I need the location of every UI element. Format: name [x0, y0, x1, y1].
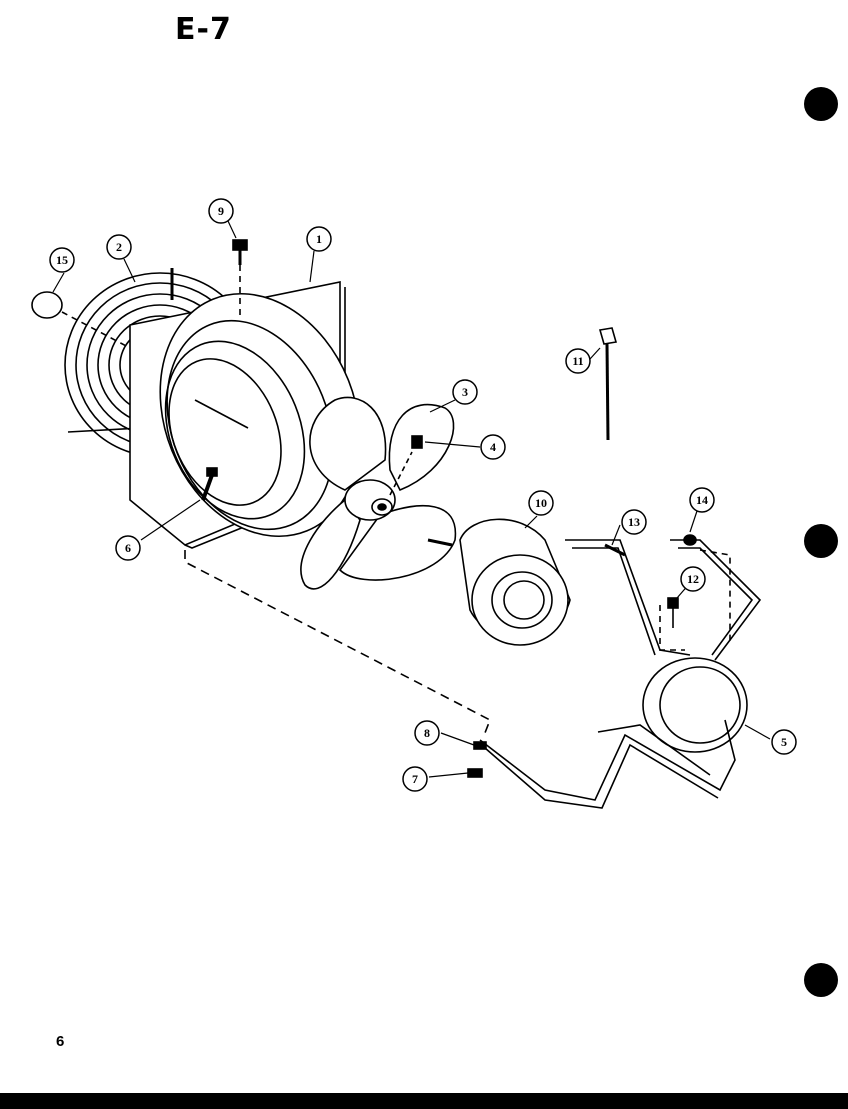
clip-tool-part	[598, 327, 618, 441]
page-title: E-7	[175, 12, 232, 47]
binder-hole-top	[804, 87, 838, 121]
callout-1: 1	[306, 226, 332, 252]
leader-lines	[52, 220, 771, 778]
binder-hole-middle	[804, 524, 838, 558]
callout-7: 7	[402, 766, 428, 792]
hardware-12-14-part	[604, 534, 697, 628]
motor-mount-part	[479, 539, 762, 809]
callout-8: 8	[414, 720, 440, 746]
callout-6: 6	[115, 535, 141, 561]
callout-9: 9	[208, 198, 234, 224]
motor-part	[427, 518, 571, 646]
callout-label: 10	[535, 496, 547, 510]
callout-10: 10	[528, 490, 554, 516]
callout-14: 14	[689, 487, 715, 513]
assembly-dashed-line	[184, 550, 492, 739]
screw-6-part	[201, 467, 218, 501]
callout-label: 6	[125, 541, 131, 555]
callout-label: 13	[628, 515, 640, 529]
callout-label: 8	[424, 726, 430, 740]
callout-label: 15	[56, 253, 68, 267]
callout-2: 2	[106, 234, 132, 260]
callout-label: 12	[687, 572, 699, 586]
hardware-7-8-part	[467, 741, 487, 778]
page-number: 6	[56, 1033, 65, 1050]
callout-12: 12	[680, 566, 706, 592]
screw-9-part	[232, 239, 248, 318]
callout-label: 14	[696, 493, 708, 507]
binder-hole-bottom	[804, 963, 838, 997]
callout-label: 9	[218, 204, 224, 218]
scan-edge-bar	[0, 1093, 848, 1109]
callout-4: 4	[480, 434, 506, 460]
callout-label: 2	[116, 240, 122, 254]
callout-label: 11	[572, 354, 583, 368]
callout-5: 5	[771, 729, 797, 755]
callout-label: 5	[781, 735, 787, 749]
callout-label: 7	[412, 772, 418, 786]
fan-blade-part	[300, 396, 457, 590]
callout-15: 15	[49, 247, 75, 273]
callout-11: 11	[565, 348, 591, 374]
grommet-part	[31, 291, 131, 349]
callout-13: 13	[621, 509, 647, 535]
callout-label: 3	[462, 385, 468, 399]
callout-label: 1	[316, 232, 322, 246]
callout-3: 3	[452, 379, 478, 405]
callout-label: 4	[490, 440, 496, 454]
